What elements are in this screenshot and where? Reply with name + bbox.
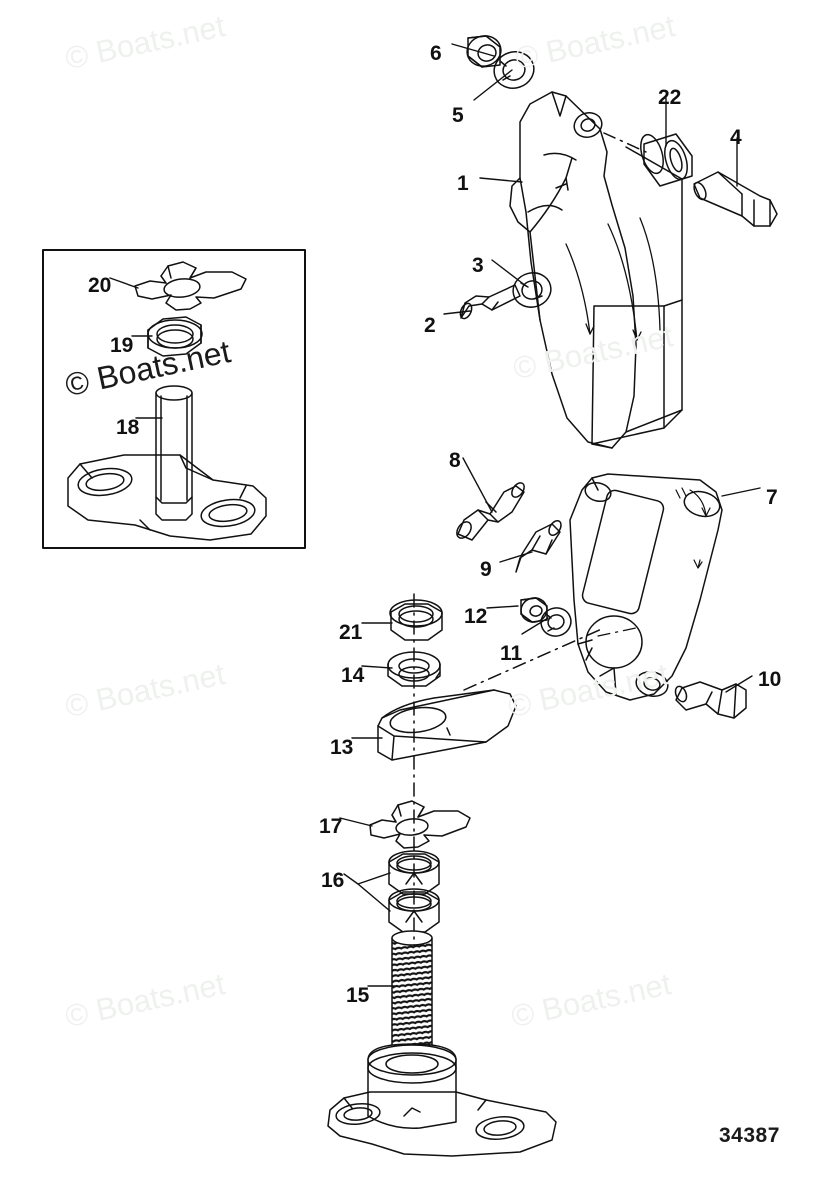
part-13-steering-link-rod-end <box>377 689 517 761</box>
callout-15: 15 <box>346 984 370 1007</box>
inset-box-frame <box>42 249 306 549</box>
leader-1 <box>479 177 523 183</box>
callout-17: 17 <box>319 815 343 838</box>
leader-2 <box>443 310 471 315</box>
inset-part-20-tab-washer <box>134 261 247 311</box>
leader-12 <box>486 605 519 609</box>
callout-20: 20 <box>88 274 112 297</box>
inset-part-lower-mount-bracket <box>67 454 267 541</box>
part-3-lock-washer <box>512 272 552 308</box>
callout-7: 7 <box>766 486 778 509</box>
part-2-bolt <box>459 284 521 320</box>
part-7-swivel-bracket <box>569 473 723 701</box>
callout-13: 13 <box>330 736 354 759</box>
leader-7 <box>721 487 761 497</box>
part-21-hex-nut <box>389 599 443 641</box>
assembly-centerline-diagonal <box>463 627 605 691</box>
leader-9 <box>499 551 533 563</box>
part-6-hex-nut <box>466 35 502 68</box>
callout-19: 19 <box>110 334 134 357</box>
callout-10: 10 <box>758 668 782 691</box>
part-15-threaded-shaft <box>391 930 433 1067</box>
leader-8 <box>462 457 493 513</box>
leader-lines <box>109 43 761 987</box>
part-4-hex-bolt <box>693 171 778 227</box>
leader-10 <box>725 675 753 693</box>
callout-5: 5 <box>452 104 464 127</box>
callout-21: 21 <box>339 621 363 644</box>
leader-5 <box>473 69 513 101</box>
part-8-grease-fitting-stud <box>456 482 525 541</box>
callout-22: 22 <box>658 86 682 109</box>
assembly-centerline-top <box>603 132 647 153</box>
callout-14: 14 <box>341 664 365 687</box>
part-9-hex-bolt <box>515 519 562 573</box>
leader-6 <box>451 43 495 57</box>
part-10-hex-bolt <box>674 681 747 719</box>
casting-ribs <box>565 217 661 341</box>
part-11-lock-washer <box>540 607 572 637</box>
leader-14 <box>361 665 393 669</box>
leader-16 <box>343 872 391 912</box>
lower-swivel-housing-base <box>327 1043 557 1157</box>
part-22-spacer-bushing <box>640 133 693 187</box>
inset-part-19-hex-nut <box>147 316 203 357</box>
leader-11 <box>521 617 549 635</box>
inset-part-18-pivot-pin <box>155 385 193 504</box>
leader-17 <box>339 817 373 827</box>
callout-8: 8 <box>449 449 461 472</box>
callout-1: 1 <box>457 172 469 195</box>
callout-9: 9 <box>480 558 492 581</box>
callout-2: 2 <box>424 314 436 337</box>
figure-number: 34387 <box>719 1124 780 1147</box>
callout-4: 4 <box>730 126 742 149</box>
part-5-lock-washer <box>493 51 535 89</box>
callout-16: 16 <box>321 869 345 892</box>
part-1-transom-bracket-casting <box>509 91 683 449</box>
leader-20 <box>109 277 139 289</box>
part-7-bore-centerline <box>597 627 637 637</box>
callout-6: 6 <box>430 42 442 65</box>
callout-18: 18 <box>116 416 140 439</box>
callout-11: 11 <box>500 642 523 665</box>
callout-3: 3 <box>472 254 484 277</box>
part-12-hex-nut <box>520 597 548 623</box>
leader-3 <box>491 259 527 287</box>
callout-12: 12 <box>464 605 488 628</box>
part-17-tab-lock-washer <box>369 800 471 849</box>
